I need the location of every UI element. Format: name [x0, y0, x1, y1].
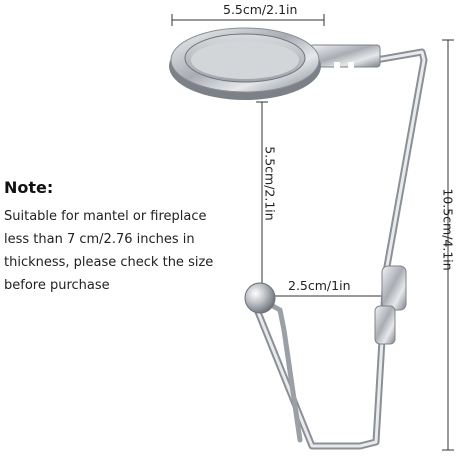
- round-plate: [169, 27, 321, 100]
- note-line: less than 7 cm/2.76 inches in: [4, 232, 195, 247]
- key-notch: [309, 44, 381, 70]
- note-line: before purchase: [4, 278, 110, 293]
- dimension-label-top-width: 5.5cm/2.1in: [223, 2, 298, 17]
- dimension-label-ball-gap: 2.5cm/1in: [288, 278, 351, 293]
- note-block: Note: Suitable for mantel or fireplace l…: [4, 178, 236, 297]
- ball-knob: [244, 282, 276, 314]
- sleeve-tubes: [374, 265, 407, 345]
- note-line: thickness, please check the size: [4, 255, 214, 270]
- dimension-label-right-height: 10.5cm/4.1in: [440, 188, 456, 271]
- dimension-label-middle-vertical: 5.5cm/2.1in: [262, 146, 278, 221]
- hanger-wire: [254, 48, 428, 450]
- note-title: Note:: [4, 178, 54, 197]
- note-line: Suitable for mantel or fireplace: [4, 209, 207, 224]
